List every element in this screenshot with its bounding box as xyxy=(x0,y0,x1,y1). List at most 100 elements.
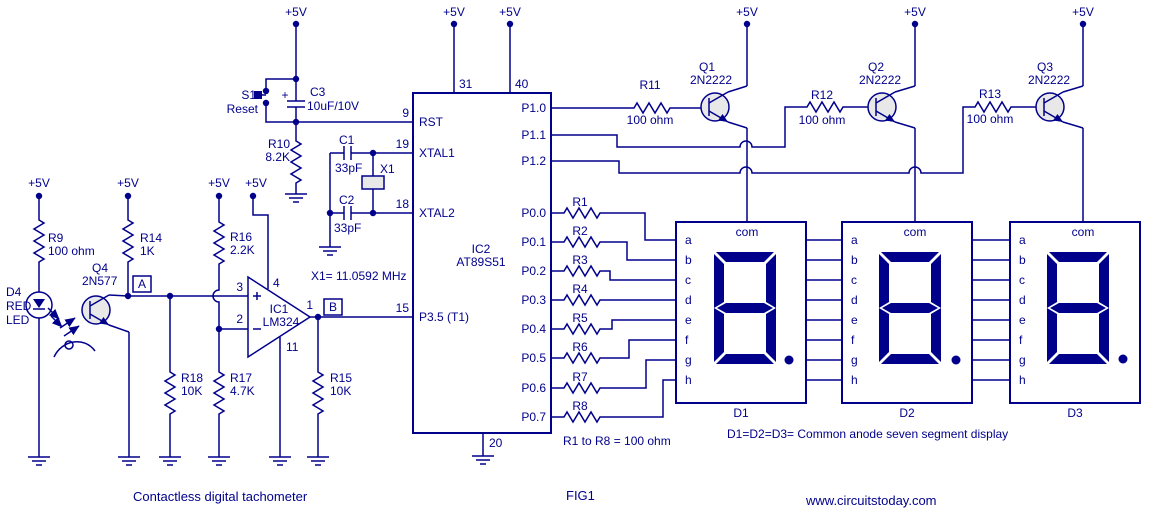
ground-symbol xyxy=(207,456,231,466)
power-label: +5V xyxy=(117,176,139,190)
caption-website: www.circuitstoday.com xyxy=(805,493,937,508)
label-r13: R13 xyxy=(979,87,1001,101)
label-r17: R17 xyxy=(230,371,252,385)
label-r12-value: 100 ohm xyxy=(799,113,846,127)
opamp-section: R16 2.2K R17 4.7K IC1 LM324 3 2 4 11 1 B… xyxy=(207,198,413,466)
label-ic1: IC1 xyxy=(270,302,289,316)
label-ic1-part: LM324 xyxy=(263,315,300,329)
power-label: +5V xyxy=(736,5,758,19)
resistor-r18 xyxy=(164,363,176,421)
pin-label-p11: P1.1 xyxy=(521,128,546,142)
resistor-r1 xyxy=(557,207,603,219)
label-d1: D1 xyxy=(733,406,749,420)
resistor-r13 xyxy=(968,101,1014,113)
label-node-b: B xyxy=(329,300,337,314)
label-c3: C3 xyxy=(310,85,326,99)
ground-symbol xyxy=(117,456,141,466)
pin-label-xtal1: XTAL1 xyxy=(419,146,455,160)
display-d1 xyxy=(675,221,807,404)
label-d3: D3 xyxy=(1067,406,1083,420)
pin-label-p05: P0.5 xyxy=(521,351,546,365)
caption-fig: FIG1 xyxy=(566,488,595,503)
label-d4: D4 xyxy=(6,285,22,299)
power-label: +5V xyxy=(208,176,230,190)
seg-c-d3: c xyxy=(1019,273,1025,287)
label-d2: D2 xyxy=(899,406,915,420)
photo-input-arrows xyxy=(59,317,80,337)
pin-1: 1 xyxy=(306,298,313,312)
resistor-r7 xyxy=(557,382,603,394)
label-r10: R10 xyxy=(268,137,290,151)
label-s1-reset: Reset xyxy=(227,102,259,116)
decimal-point-d1 xyxy=(784,355,794,365)
pin-label-p02: P0.2 xyxy=(521,264,546,278)
pin-18: 18 xyxy=(396,197,410,211)
power-label: +5V xyxy=(245,176,267,190)
mcu-ic2: 31 40 20 9 19 18 15 RST XTAL1 XTAL2 P3.5… xyxy=(396,27,552,465)
seg-d-d3: d xyxy=(1019,293,1026,307)
display-d3 xyxy=(1009,221,1141,404)
label-r1-r8-note: R1 to R8 = 100 ohm xyxy=(563,434,671,448)
power-label: +5V xyxy=(443,5,465,19)
pin-label-rst: RST xyxy=(419,115,444,129)
ground-symbol xyxy=(27,456,51,466)
resistor-r16 xyxy=(213,213,225,271)
ground-symbol xyxy=(471,455,495,465)
power-label: +5V xyxy=(28,176,50,190)
label-s1: S1 xyxy=(241,88,256,102)
pin-label-p04: P0.4 xyxy=(521,322,546,336)
label-r16-value: 2.2K xyxy=(230,243,255,257)
label-x1: X1 xyxy=(380,162,395,176)
seg-e-d1: e xyxy=(685,313,692,327)
ground-symbol xyxy=(268,456,292,466)
label-q1-part: 2N2222 xyxy=(690,73,732,87)
seg-c-d2: c xyxy=(851,273,857,287)
seven-segment-displays: com com com a b c d e f g h a b c d e f … xyxy=(675,221,1141,441)
label-x1-frequency: X1= 11.0592 MHz xyxy=(311,269,407,283)
seg-g-d3: g xyxy=(1019,353,1026,367)
seg-f-d2: f xyxy=(851,333,855,347)
pin-label-p01: P0.1 xyxy=(521,235,546,249)
pin-label-p03: P0.3 xyxy=(521,293,546,307)
phototransistor-q4 xyxy=(81,294,111,326)
seg-g-d1: g xyxy=(685,353,692,367)
label-q3-part: 2N2222 xyxy=(1028,73,1070,87)
label-com-d3: com xyxy=(1072,225,1095,239)
label-r18-value: 10K xyxy=(181,384,202,398)
seg-d-d1: d xyxy=(685,293,692,307)
switch-s1-button xyxy=(254,91,262,99)
resistor-r6 xyxy=(557,352,603,364)
label-c2-value: 33pF xyxy=(334,221,361,235)
reset-circuit: S1 Reset + C3 10uF/10V R10 8.2K xyxy=(227,27,413,203)
digit-8-d2 xyxy=(879,252,941,364)
pin-9: 9 xyxy=(402,106,409,120)
seg-g-d2: g xyxy=(851,353,858,367)
pin-20: 20 xyxy=(489,436,503,450)
label-q2: Q2 xyxy=(868,60,884,74)
transistor-q1 xyxy=(700,91,730,123)
decimal-point-d3 xyxy=(1118,354,1128,364)
label-com-d1: com xyxy=(736,225,759,239)
resistor-r11 xyxy=(627,102,673,114)
label-r10-value: 8.2K xyxy=(265,150,290,164)
pin-label-p35: P3.5 (T1) xyxy=(419,310,469,324)
label-c1-value: 33pF xyxy=(335,161,362,175)
node-b-box xyxy=(323,298,343,316)
label-r2: R2 xyxy=(572,224,588,238)
pin-label-p06: P0.6 xyxy=(521,381,546,395)
pin-label-p00: P0.0 xyxy=(521,206,546,220)
label-r15: R15 xyxy=(330,371,352,385)
segment-resistor-network: R1 R2 R3 R4 R5 R6 R7 R8 R1 to R8 = 100 o… xyxy=(551,195,676,448)
pin-label-p07: P0.7 xyxy=(521,410,546,424)
pin-label-p12: P1.2 xyxy=(521,154,546,168)
seg-h-d2: h xyxy=(851,373,858,387)
label-node-a: A xyxy=(138,277,146,291)
label-q4-part: 2N577 xyxy=(82,274,118,288)
digit-8-d3 xyxy=(1047,252,1109,364)
pin-11: 11 xyxy=(286,340,299,354)
display-d2 xyxy=(841,221,973,404)
label-r9-value: 100 ohm xyxy=(48,244,95,258)
pin-31: 31 xyxy=(459,77,473,91)
ground-symbol xyxy=(306,456,330,466)
ground-symbol xyxy=(158,456,182,466)
